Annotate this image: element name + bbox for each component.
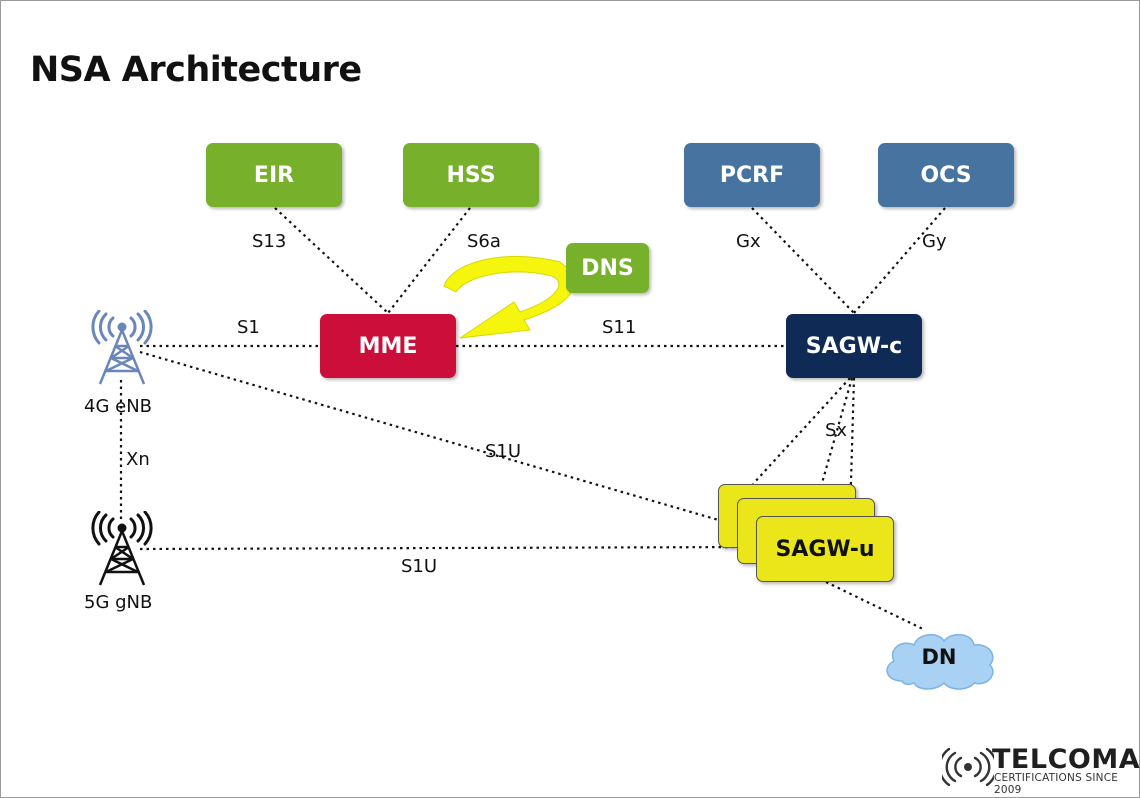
gnb-label: 5G gNB [84, 592, 153, 613]
link-sagwc-sagwu-2 [816, 377, 854, 498]
link-sagwc-sagwu-1 [752, 377, 851, 485]
enb-tower-icon [91, 310, 153, 385]
interface-label-s6a: S6a [467, 231, 501, 252]
interface-label-sx: Sx [825, 420, 848, 441]
interface-label-s13: S13 [252, 231, 287, 252]
link-eir-mme [274, 207, 389, 314]
dn-cloud-icon [886, 633, 994, 690]
link-pcrf-sagwc [751, 207, 855, 314]
interface-label-s1u-gnb: S1U [401, 556, 438, 577]
interface-label-s1: S1 [237, 317, 260, 338]
link-enb-sagwu [139, 350, 754, 532]
mme-box: MME [320, 314, 456, 378]
hss-box: HSS [403, 143, 539, 207]
sagw-c-box: SAGW-c [786, 314, 922, 378]
logo-name: TELCOMA [992, 744, 1140, 775]
pcrf-box: PCRF [684, 143, 820, 207]
telcoma-logo-icon [942, 748, 994, 786]
interface-label-gx: Gx [736, 231, 761, 252]
gnb-tower-icon [91, 511, 153, 586]
interface-label-s11: S11 [602, 317, 637, 338]
link-ocs-sagwc [853, 207, 946, 314]
eir-box: EIR [206, 143, 342, 207]
dn-label: DN [921, 645, 957, 669]
page-title: NSA Architecture [30, 50, 362, 90]
interface-label-s1u-enb: S1U [485, 441, 522, 462]
dns-arrow-shape [443, 255, 575, 339]
sagw-u-box: SAGW-u [756, 516, 894, 582]
link-hss-mme [387, 207, 471, 314]
ocs-box: OCS [878, 143, 1014, 207]
link-sagwu-dn [825, 581, 926, 631]
interface-label-xn: Xn [126, 449, 150, 470]
dns-box: DNS [566, 243, 649, 293]
link-gnb-sagwu [139, 545, 758, 551]
enb-label: 4G eNB [84, 396, 153, 417]
logo-tagline: CERTIFICATIONS SINCE 2009 [994, 772, 1119, 796]
interface-label-gy: Gy [922, 231, 947, 252]
